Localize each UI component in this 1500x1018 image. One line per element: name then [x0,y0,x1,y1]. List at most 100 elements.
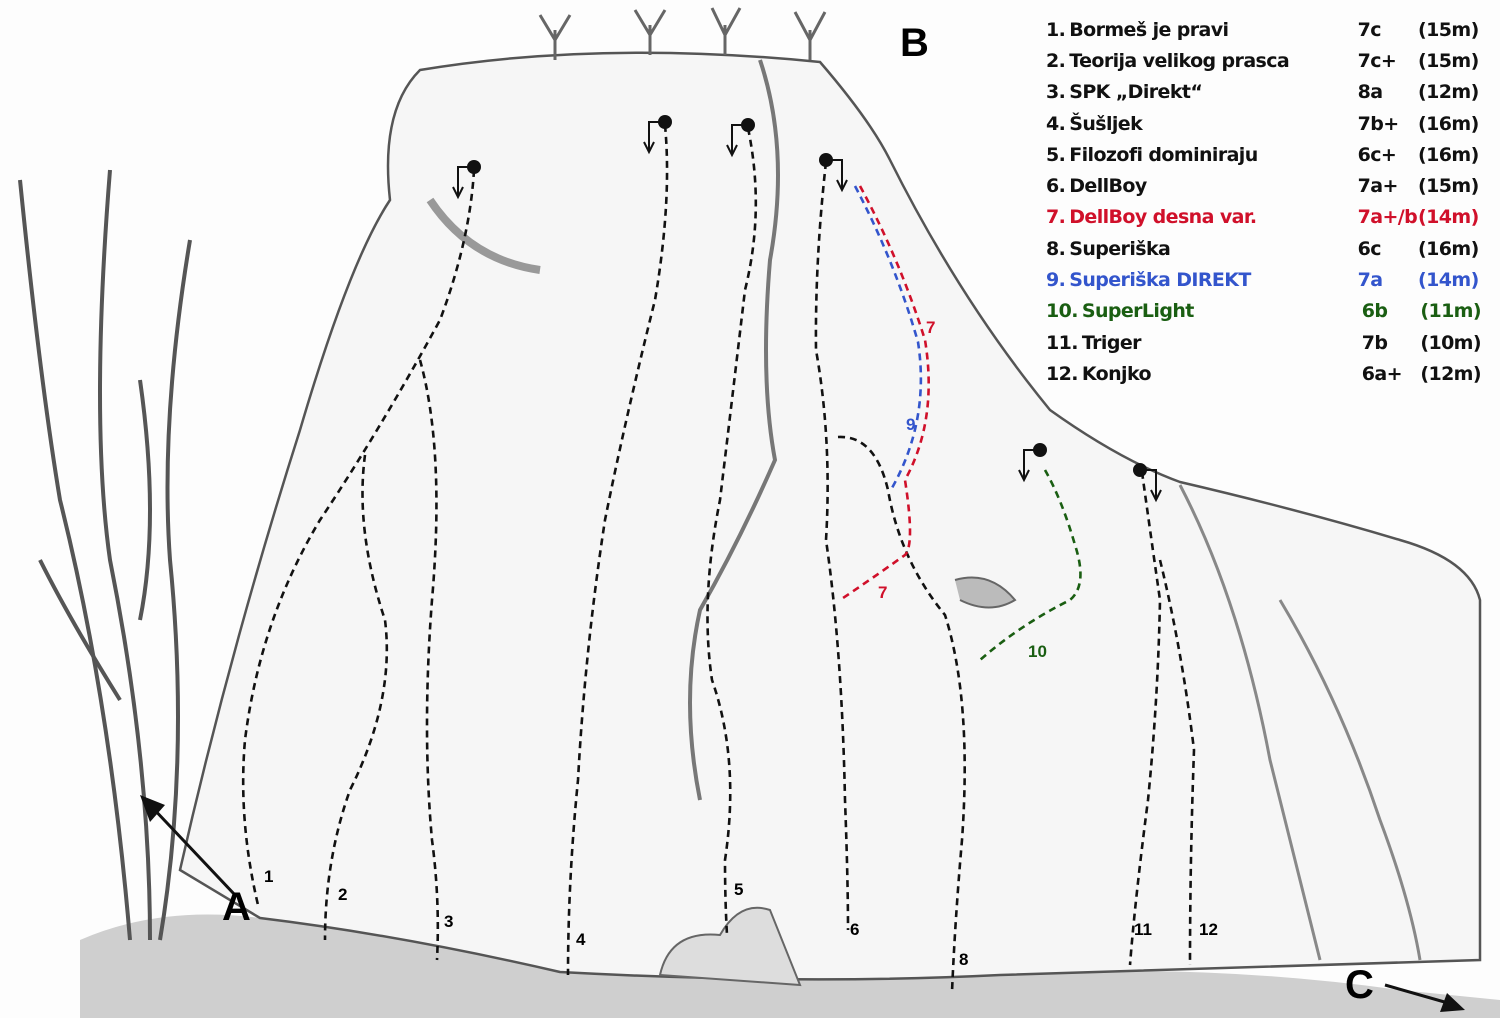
route-label-7-top: 7 [926,318,935,337]
route-number: 8. [1046,237,1066,260]
legend-row: 3.SPK „Direkt“8a(12m) [1046,77,1496,108]
route-name: Filozofi dominiraju [1069,143,1258,166]
route-grade: 7a+/b [1357,206,1418,229]
route-grade: 7b+ [1357,112,1400,135]
route-number: 5. [1046,143,1066,166]
route-name: Bormeš je pravi [1069,18,1229,41]
route-number: 1. [1046,18,1066,41]
route-label-5: 5 [734,880,743,899]
route-4 [566,124,669,976]
legend-row: 7.DellBoy desna var. 7a+/b(14m) [1046,202,1496,233]
route-length: (14m) [1418,206,1479,229]
rock-face [178,51,1482,981]
route-grade: 6c [1357,237,1382,260]
route-number: 6. [1046,175,1066,198]
route-6 [814,161,850,931]
route-number: 9. [1046,269,1066,292]
route-number: 7. [1046,206,1066,229]
lower-off-arrow-icon [643,121,665,155]
tree-left [18,169,192,941]
route-label-12: 12 [1199,920,1218,939]
route-length: (14m) [1418,269,1479,292]
route-length: (10m) [1420,331,1481,354]
lower-off-arrow-icon [452,166,474,200]
arrowhead-a-icon [140,795,165,822]
route-1 [241,169,476,906]
route-name: Triger [1081,331,1142,354]
route-label-9: 9 [906,415,915,434]
ground [80,914,1500,1018]
marker-b: B [900,21,929,65]
route-name: Teorija velikog prasca [1069,49,1290,72]
route-number: 11. [1046,331,1078,354]
route-label-3: 3 [444,912,453,931]
legend-row: 1.Bormeš je pravi 7c (15m) [1046,14,1496,45]
route-3 [418,359,440,961]
route-length: (15m) [1418,18,1479,41]
route-10 [979,469,1082,661]
route-length: (16m) [1418,143,1479,166]
route-label-1: 1 [264,867,273,886]
marker-a: A [222,885,251,929]
route-length: (16m) [1418,237,1479,260]
route-name: SuperLight [1081,300,1195,323]
route-number: 10. [1046,300,1078,323]
legend-row: 9.Superiška DIREKT 7a (14m) [1046,264,1496,295]
route-name: SPK „Direkt“ [1069,81,1203,104]
route-8 [837,435,966,993]
route-length: (15m) [1418,175,1479,198]
route-label-7-bottom: 7 [878,583,887,602]
boulder [658,906,802,987]
route-2 [323,454,389,941]
route-label-6: 6 [850,920,859,939]
arrowhead-c-icon [1440,993,1465,1012]
lower-off-arrow-icon [1018,449,1040,483]
route-9 [853,185,923,489]
route-grade: 6b [1361,300,1388,323]
marker-c: C [1345,963,1374,1007]
lower-off-arrow-icon [826,159,848,193]
route-length: (11m) [1420,300,1481,323]
route-number: 12. [1046,362,1078,385]
rock-crack [688,59,780,801]
legend-row: 10.SuperLight 6b (11m) [1046,296,1496,327]
route-name: DellBoy desna var. [1069,206,1257,229]
route-grade: 7a [1357,269,1383,292]
route-grade: 8a [1357,81,1383,104]
route-number: 2. [1046,49,1066,72]
route-grade: 7c [1357,18,1382,41]
legend-row: 11.Triger 7b (10m) [1046,327,1496,358]
route-name: DellBoy [1069,175,1147,198]
route-length: (12m) [1420,362,1481,385]
legend-row: 2.Teorija velikog prasca 7c+ (15m) [1046,45,1496,76]
route-label-10: 10 [1028,642,1047,661]
route-name: Superiška [1069,237,1171,260]
route-grade: 7c+ [1357,49,1397,72]
route-label-4: 4 [576,930,586,949]
route-name: Superiška DIREKT [1069,269,1251,292]
trees-top [538,7,827,60]
route-label-8: 8 [959,950,968,969]
route-name: Šušljek [1069,112,1143,135]
route-grade: 6a+ [1361,362,1403,385]
route-label-11: 11 [1134,920,1152,939]
route-length: (15m) [1418,49,1479,72]
route-label-2: 2 [338,885,347,904]
route-number: 4. [1046,112,1066,135]
rock-overhang [426,197,541,274]
route-grade: 7a+ [1357,175,1399,198]
rock-right-ridge [1178,484,1422,961]
route-12 [1158,559,1196,966]
legend-row: 6.DellBoy 7a+ (15m) [1046,170,1496,201]
route-7 [839,185,930,602]
approach-arrow-c [1384,983,1456,1007]
route-grade: 7b [1361,331,1388,354]
route-length: (12m) [1418,81,1479,104]
rock-flake [954,576,1017,609]
